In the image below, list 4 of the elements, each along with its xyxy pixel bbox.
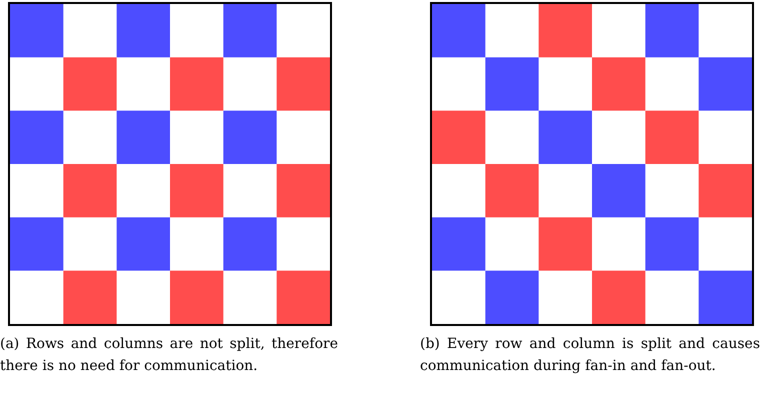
checkerboard-drawing <box>8 2 332 326</box>
checkerboard-drawing <box>430 2 754 326</box>
node-label: (b) Every row and column is split and causes communication during fan-in and fan-out. <box>420 335 760 376</box>
node-label: (a) Rows and columns are not split, therefore there is no need for communication. <box>0 335 338 376</box>
